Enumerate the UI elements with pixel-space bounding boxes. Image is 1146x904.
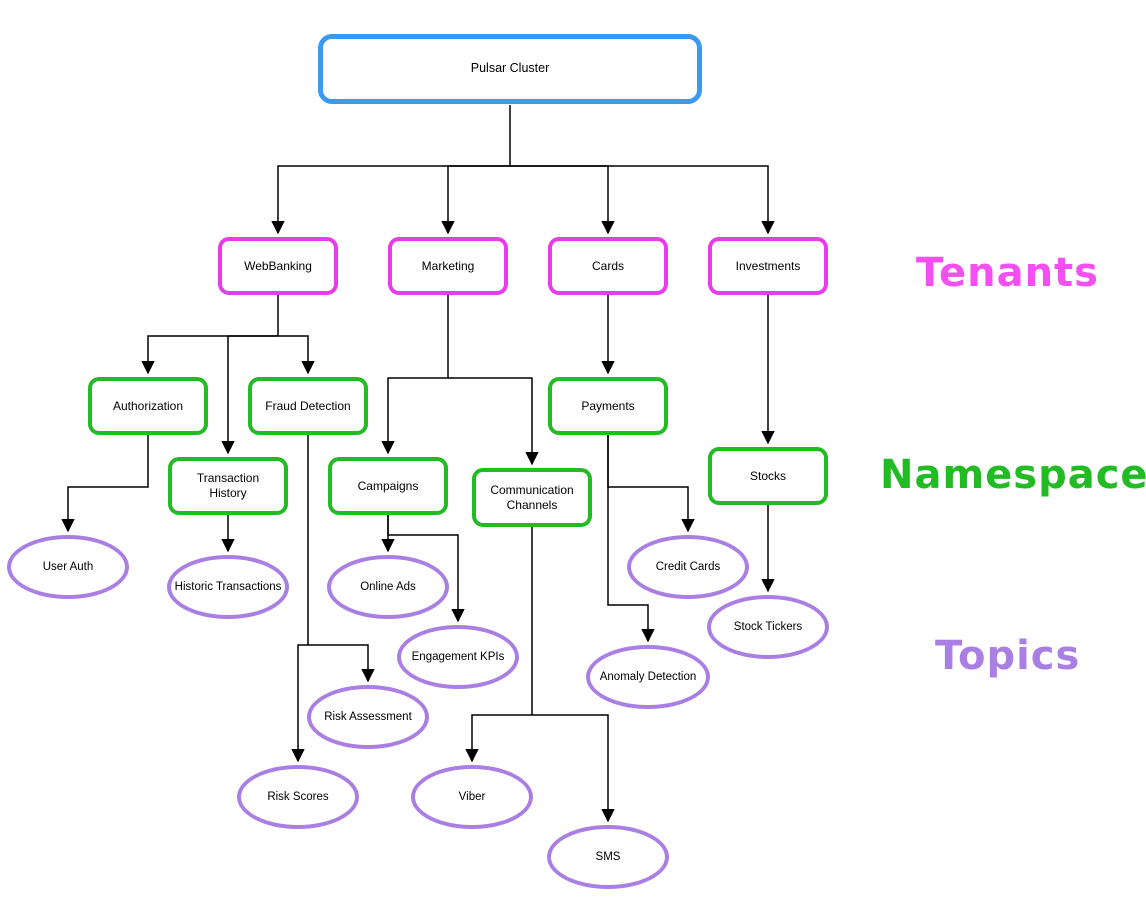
edge-authorization-user-auth [61,435,149,533]
edge-webbanking-transaction-history [221,335,278,455]
node-engagement-kpis-label: Engagement KPIs [411,650,505,663]
node-historic-transactions-label: Historic Transactions [174,580,282,593]
node-risk-assessment: Risk Assessment [307,685,429,749]
node-authorization: Authorization [88,377,208,435]
node-authorization-label: Authorization [112,398,184,413]
node-stock-tickers: Stock Tickers [707,595,829,659]
node-historic-transactions: Historic Transactions [167,555,289,619]
node-cards: Cards [548,237,668,295]
node-transaction-history-label: Transaction History [196,471,260,500]
node-online-ads-label: Online Ads [360,580,416,593]
node-campaigns: Campaigns [328,457,448,515]
node-pulsar-cluster: Pulsar Cluster [318,34,702,104]
node-sms-label: SMS [595,850,621,863]
node-user-auth: User Auth [7,535,129,599]
node-investments-label: Investments [735,258,801,273]
edge-payments-credit-cards [607,435,695,533]
edge-payments-anomaly-detection [607,435,655,643]
node-webbanking: WebBanking [218,237,338,295]
node-transaction-history: Transaction History [168,457,288,515]
node-fraud-detection-label: Fraud Detection [265,398,351,413]
node-marketing-label: Marketing [421,258,475,273]
edge-marketing-communication-channels [448,377,539,466]
node-payments-label: Payments [581,398,635,413]
edge-campaigns-engagement-kpis [387,515,465,623]
node-investments: Investments [708,237,828,295]
node-risk-scores: Risk Scores [237,765,359,829]
edge-communication-channels-viber [465,714,532,763]
node-fraud-detection: Fraud Detection [248,377,368,435]
node-anomaly-detection: Anomaly Detection [586,645,710,709]
node-stocks-label: Stocks [749,468,786,483]
node-risk-assessment-label: Risk Assessment [324,710,412,723]
node-credit-cards-label: Credit Cards [655,560,721,573]
node-payments: Payments [548,377,668,435]
edge-communication-channels-sms [532,714,615,823]
node-user-auth-label: User Auth [42,560,94,573]
node-credit-cards: Credit Cards [627,535,749,599]
edge-fraud-detection-risk-scores [291,644,308,763]
node-viber-label: Viber [458,790,486,803]
node-webbanking-label: WebBanking [244,258,312,273]
edge-fraud-detection-risk-assessment [308,644,375,683]
node-online-ads: Online Ads [327,555,449,619]
edge-pulsar-webbanking [271,165,510,235]
row-label-topics: Topics [935,633,1081,679]
node-stocks: Stocks [708,447,828,505]
node-cards-label: Cards [591,258,624,273]
node-risk-scores-label: Risk Scores [267,790,329,803]
node-pulsar-cluster-label: Pulsar Cluster [470,61,550,76]
row-label-namespaces: Namespaces [880,452,1146,498]
edge-pulsar-investments [510,165,775,235]
node-marketing: Marketing [388,237,508,295]
node-communication-channels: Communication Channels [472,468,592,527]
edge-webbanking-fraud-detection [278,335,315,375]
node-communication-channels-label: Communication Channels [490,482,574,512]
edge-webbanking-authorization [141,335,278,375]
node-anomaly-detection-label: Anomaly Detection [599,670,697,683]
node-engagement-kpis: Engagement KPIs [397,625,519,689]
row-label-tenants: Tenants [916,250,1099,296]
node-sms: SMS [547,825,669,889]
edge-pulsar-cards [510,165,615,235]
node-stock-tickers-label: Stock Tickers [733,620,803,633]
node-viber: Viber [411,765,533,829]
node-campaigns-label: Campaigns [357,478,419,493]
edge-marketing-campaigns [381,295,449,455]
edge-pulsar-marketing [441,165,510,235]
